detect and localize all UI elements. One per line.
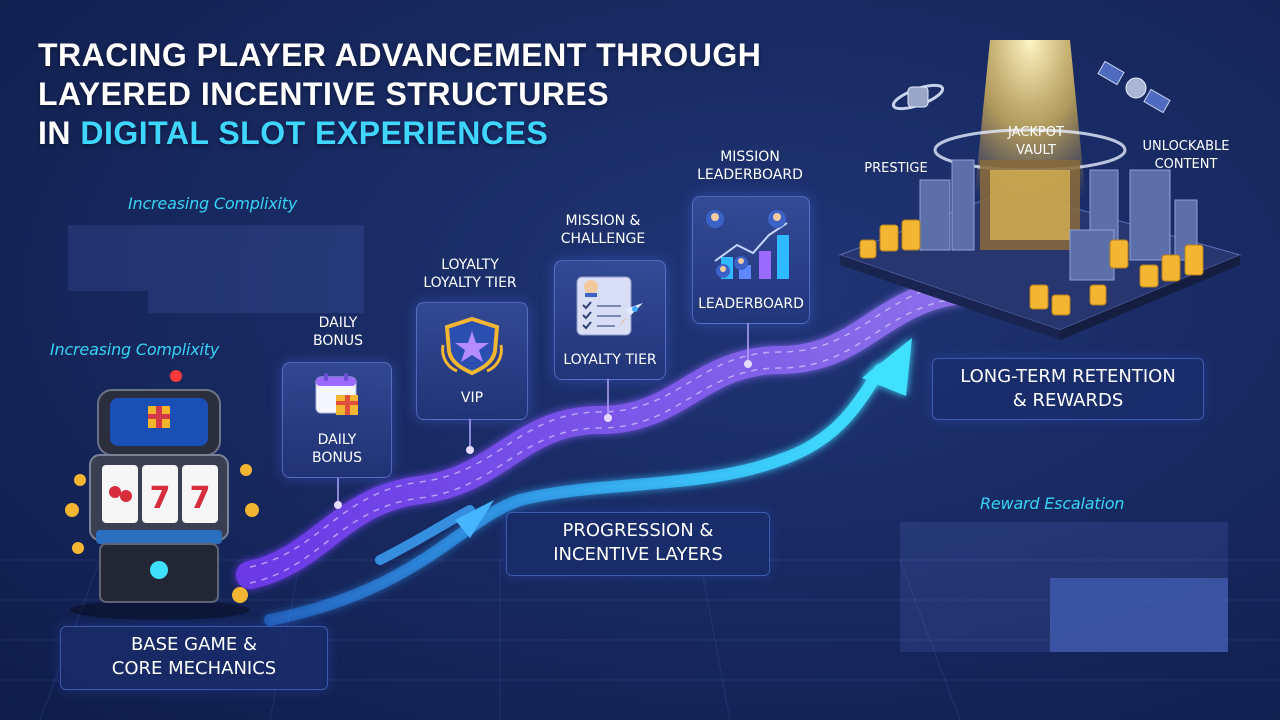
box-retention: LONG-TERM RETENTION & REWARDS bbox=[932, 358, 1204, 420]
placeholder-block-left-lower bbox=[148, 291, 364, 313]
title-line-2: LAYERED INCENTIVE STRUCTURES bbox=[38, 76, 610, 112]
placeholder-block-right-bright bbox=[1050, 578, 1228, 652]
stage-card-leaderboard: LEADERBOARD bbox=[692, 196, 810, 324]
stage-card-daily-bonus: DAILY BONUS bbox=[282, 362, 392, 478]
city-buildings bbox=[919, 159, 1198, 281]
stage-connectors bbox=[337, 322, 749, 505]
purple-progression-path bbox=[236, 276, 974, 589]
title-line-1: TRACING PLAYER ADVANCEMENT THROUGH bbox=[38, 37, 762, 73]
stage-card-vip-label: VIP bbox=[460, 390, 484, 406]
leaderboard-chart-icon bbox=[706, 210, 789, 279]
stage-card-daily-bonus-label: DAILY BONUS bbox=[312, 432, 362, 466]
complexity-label-top: Increasing Complixity bbox=[128, 194, 298, 213]
complexity-label-left: Increasing Complixity bbox=[50, 340, 220, 359]
stage-title-leaderboard: MISSION LEADERBOARD bbox=[697, 149, 803, 183]
reward-escalation-label: Reward Escalation bbox=[980, 494, 1125, 513]
title-line-3-highlight: DIGITAL SLOT EXPERIENCES bbox=[80, 115, 549, 151]
stage-title-daily-bonus: DAILY BONUS bbox=[313, 315, 363, 349]
purple-path-lane-1 bbox=[249, 281, 961, 568]
city-label-jackpot-vault: JACKPOT VAULT bbox=[1008, 125, 1064, 158]
stage-card-mission: LOYALTY TIER bbox=[554, 260, 666, 380]
city-label-unlockable-content: UNLOCKABLE CONTENT bbox=[1142, 139, 1230, 172]
svg-text:7: 7 bbox=[150, 481, 171, 516]
page-title: TRACING PLAYER ADVANCEMENT THROUGH LAYER… bbox=[38, 36, 761, 153]
satellite-icon-left bbox=[891, 83, 945, 111]
placeholder-block-left bbox=[68, 225, 364, 291]
placeholder-block-right-lower bbox=[900, 578, 1050, 652]
satellite-icon-right bbox=[1097, 60, 1171, 114]
stage-card-leaderboard-label: LEADERBOARD bbox=[698, 296, 804, 312]
cyan-arrow-mid-head bbox=[455, 500, 494, 538]
stage-connector-dots bbox=[334, 360, 752, 509]
box-progression-label: PROGRESSION & INCENTIVE LAYERS bbox=[553, 520, 723, 565]
cyan-arrow-mid bbox=[375, 505, 475, 565]
city-label-prestige: PRESTIGE bbox=[864, 161, 928, 176]
box-base-game-label: BASE GAME & CORE MECHANICS bbox=[111, 634, 277, 679]
placeholder-block-right bbox=[900, 522, 1228, 578]
box-progression: PROGRESSION & INCENTIVE LAYERS bbox=[506, 512, 770, 576]
vip-shield-icon bbox=[441, 316, 503, 376]
cyan-arrow-head bbox=[862, 338, 912, 396]
title-line-3-prefix: IN bbox=[38, 115, 81, 151]
jackpot-city-illustration bbox=[838, 40, 1242, 340]
gold-coin-stacks bbox=[859, 219, 1204, 316]
stage-title-loyalty: LOYALTY LOYALTY TIER bbox=[423, 257, 517, 291]
checklist-rocket-icon bbox=[576, 276, 643, 336]
box-retention-label: LONG-TERM RETENTION & REWARDS bbox=[960, 366, 1176, 411]
slot-machine-icon: 7 7 bbox=[65, 370, 259, 620]
stage-card-mission-label: LOYALTY TIER bbox=[563, 352, 657, 368]
purple-path-lane-2 bbox=[249, 297, 961, 584]
stage-title-mission: MISSION & CHALLENGE bbox=[560, 213, 646, 247]
calendar-gift-icon bbox=[315, 373, 358, 415]
cyan-growth-arrow bbox=[264, 364, 886, 626]
svg-text:7: 7 bbox=[190, 481, 211, 516]
box-base-game: BASE GAME & CORE MECHANICS bbox=[60, 626, 328, 690]
stage-card-vip: VIP bbox=[416, 302, 528, 420]
